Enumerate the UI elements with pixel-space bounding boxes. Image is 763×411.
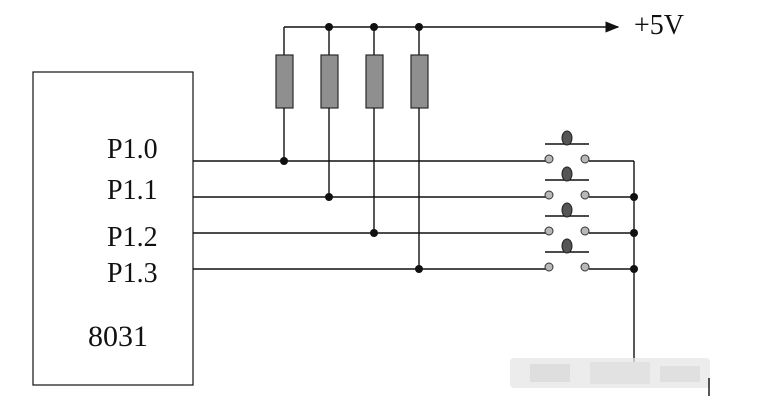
resistor-body — [365, 54, 384, 109]
chip-label: 8031 — [88, 320, 148, 353]
contact-right — [580, 262, 590, 272]
push-button-2 — [544, 166, 634, 200]
resistor-body — [275, 54, 294, 109]
junction-dot — [325, 193, 333, 201]
button-plunger — [561, 130, 573, 146]
junction-dot — [630, 229, 638, 237]
push-button-1 — [544, 130, 634, 164]
supply-label: +5V — [634, 10, 684, 41]
button-plunger — [561, 166, 573, 182]
junction-dot — [415, 265, 423, 273]
junction-dot — [370, 23, 378, 31]
button-plunger — [561, 202, 573, 218]
contact-left — [544, 154, 554, 164]
blurred-watermark — [510, 358, 710, 388]
pin-label-p1-1: P1.1 — [107, 175, 158, 206]
junction-dot — [325, 23, 333, 31]
pin-label-p1-0: P1.0 — [107, 134, 158, 165]
contact-right — [580, 190, 590, 200]
contact-left — [544, 190, 554, 200]
contact-left — [544, 262, 554, 272]
contact-right — [580, 226, 590, 236]
junction-dot — [415, 23, 423, 31]
pull-up-resistor-1 — [275, 27, 294, 161]
pin-label-p1-3: P1.3 — [107, 258, 158, 289]
junction-dot — [630, 193, 638, 201]
push-button-4 — [544, 238, 634, 272]
push-button-3 — [544, 202, 634, 236]
resistor-body — [320, 54, 339, 109]
junction-dot — [370, 229, 378, 237]
pin-label-p1-2: P1.2 — [107, 222, 158, 253]
microcontroller-chip — [32, 71, 194, 386]
pull-up-resistor-4 — [410, 27, 429, 269]
resistor-body — [410, 54, 429, 109]
button-plunger — [561, 238, 573, 254]
contact-left — [544, 226, 554, 236]
pull-up-resistor-2 — [320, 27, 339, 197]
contact-right — [580, 154, 590, 164]
junction-dot — [630, 265, 638, 273]
pull-up-resistor-3 — [365, 27, 384, 233]
junction-dot — [280, 157, 288, 165]
